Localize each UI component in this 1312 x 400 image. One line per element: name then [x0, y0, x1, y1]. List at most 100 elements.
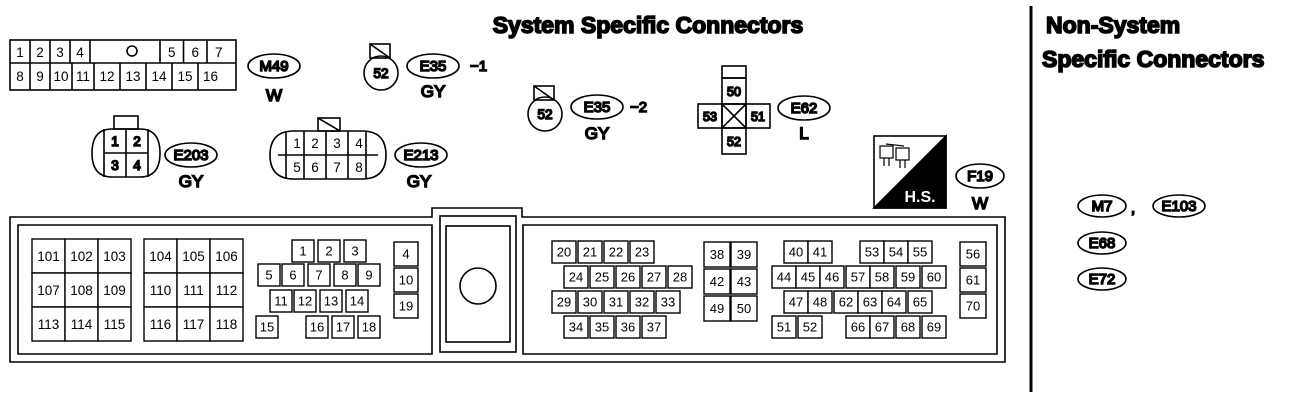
pin-107: 107 [37, 283, 60, 298]
pin-3: 3 [351, 244, 358, 259]
pin-6: 6 [289, 268, 296, 283]
pin-108: 108 [70, 283, 93, 298]
pin-51: 51 [777, 320, 791, 335]
pin-105: 105 [182, 249, 205, 264]
pin-7: 7 [315, 268, 322, 283]
e213-label: E213 [403, 147, 438, 164]
e203-label: E203 [173, 147, 208, 164]
pin-62: 62 [839, 295, 853, 310]
e35-2-color: GY [585, 124, 610, 143]
pin-102: 102 [70, 249, 93, 264]
e35-1-color: GY [421, 82, 446, 101]
pin-2: 2 [325, 244, 332, 259]
pin-49: 49 [710, 301, 724, 316]
pin-11: 11 [274, 294, 288, 309]
pin-29: 29 [557, 295, 571, 310]
non-system-header-line2: Specific Connectors [1042, 46, 1264, 72]
pin-24: 24 [569, 270, 583, 285]
m49-pin-15: 15 [177, 69, 192, 84]
m49-pin-14: 14 [151, 69, 167, 84]
pin-70: 70 [966, 299, 980, 314]
pin-5: 5 [265, 268, 272, 283]
f19-hs-label: H.S. [904, 189, 935, 206]
pin-103: 103 [103, 249, 126, 264]
lock-icon [126, 45, 138, 57]
pin-50: 50 [737, 301, 751, 316]
pin-118: 118 [216, 317, 238, 332]
non-system-header-line1: Non-System [1046, 12, 1180, 38]
pin-114: 114 [71, 317, 93, 332]
e203-pin-4: 4 [133, 158, 141, 173]
m49-pin-7: 7 [215, 45, 223, 60]
pin-54: 54 [889, 245, 903, 260]
non-system-connectors: M7 , E103 E68 E72 [1077, 194, 1206, 291]
e72-label: E72 [1089, 271, 1116, 288]
pin-68: 68 [901, 320, 915, 335]
e213-pin-5: 5 [293, 160, 301, 175]
pin-34: 34 [569, 320, 583, 335]
e213-pin-8: 8 [355, 160, 363, 175]
pin-116: 116 [150, 317, 172, 332]
pin-28: 28 [673, 270, 687, 285]
e35-2-pin: 52 [537, 107, 552, 122]
e213-color: GY [407, 172, 432, 191]
pin-27: 27 [647, 270, 661, 285]
m49-pin-1: 1 [16, 45, 24, 60]
pin-44: 44 [777, 270, 791, 285]
m49-pin-9: 9 [36, 69, 44, 84]
pin-64: 64 [887, 295, 901, 310]
pin-47: 47 [789, 295, 803, 310]
pin-18: 18 [362, 320, 376, 335]
e62-pin-51: 51 [751, 110, 765, 124]
e35-1-suffix: −1 [470, 58, 487, 75]
e68-label: E68 [1089, 235, 1116, 252]
e213-pin-2: 2 [311, 136, 319, 151]
pin-60: 60 [927, 270, 941, 285]
pin-1: 1 [299, 244, 306, 259]
pin-110: 110 [150, 283, 172, 298]
pin-22: 22 [609, 245, 623, 260]
pin-53: 53 [865, 245, 879, 260]
e62-pin-52: 52 [727, 135, 741, 149]
pin-12: 12 [298, 294, 312, 309]
connector-e35-2: 52 E35 −2 GY [527, 85, 648, 144]
f19-color: W [972, 194, 988, 213]
pin-25: 25 [595, 270, 609, 285]
pin-30: 30 [583, 295, 597, 310]
pin-46: 46 [825, 270, 839, 285]
f19-label: F19 [967, 168, 993, 185]
m49-label: M49 [259, 58, 288, 75]
pin-26: 26 [621, 270, 635, 285]
connector-e35-1: 52 E35 −1 GY [363, 43, 488, 102]
pin-23: 23 [635, 245, 649, 260]
pin-109: 109 [103, 283, 126, 298]
e213-pin-3: 3 [333, 136, 341, 151]
e213-pin-4: 4 [355, 136, 363, 151]
e35-2-suffix: −2 [630, 99, 647, 116]
pin-115: 115 [104, 317, 126, 332]
pin-104: 104 [149, 249, 172, 264]
pin-40: 40 [789, 245, 803, 260]
connector-f19: H.S. F19 W [872, 134, 1005, 214]
pin-9: 9 [365, 268, 372, 283]
ecm-locator [459, 267, 497, 305]
m7-label: M7 [1092, 198, 1113, 215]
m49-pin-12: 12 [99, 69, 114, 84]
pin-4: 4 [402, 247, 409, 262]
e203-pin-3: 3 [111, 158, 119, 173]
pin-20: 20 [557, 245, 571, 260]
m49-pin-16: 16 [203, 69, 218, 84]
m49-pin-6: 6 [191, 45, 199, 60]
pin-57: 57 [851, 270, 865, 285]
pin-56: 56 [966, 247, 980, 262]
m49-pin-5: 5 [168, 45, 176, 60]
e62-pin-53: 53 [703, 110, 717, 124]
m49-pin-3: 3 [56, 45, 64, 60]
pin-17: 17 [336, 320, 350, 335]
e62-color: L [799, 124, 808, 143]
pin-48: 48 [813, 295, 827, 310]
